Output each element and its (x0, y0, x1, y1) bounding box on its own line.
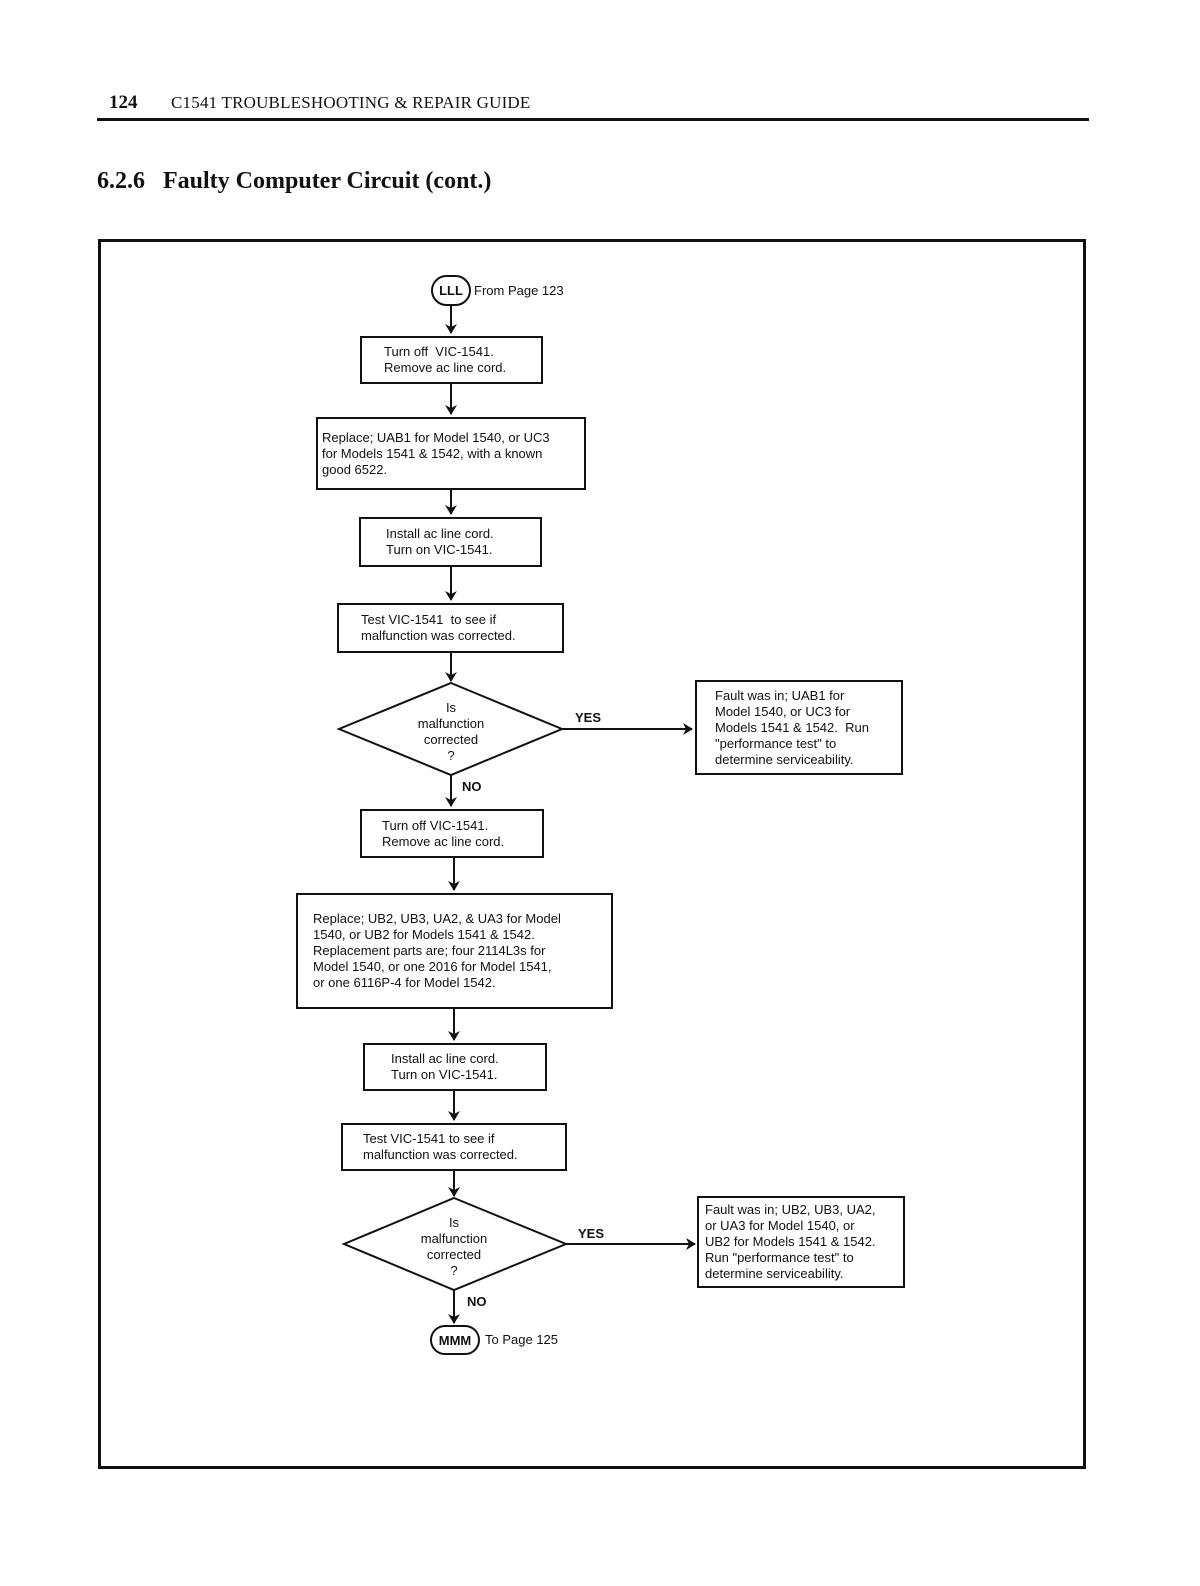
decision-2-text: Is malfunction corrected ? (420, 1215, 488, 1278)
end-connector-text: To Page 125 (485, 1332, 559, 1347)
decision-1-yes-label: YES (575, 710, 602, 725)
step-test-1: Test VIC-1541 to see if malfunction was … (337, 603, 564, 653)
page-header: 124 C1541 TROUBLESHOOTING & REPAIR GUIDE (97, 90, 1089, 121)
step-test-2: Test VIC-1541 to see if malfunction was … (341, 1123, 567, 1171)
start-connector-text: From Page 123 (474, 283, 564, 298)
flowchart-frame (98, 239, 1086, 1469)
decision-1-text: Is malfunction corrected ? (417, 700, 485, 763)
page-number: 124 (109, 92, 138, 113)
section-title: 6.2.6 Faulty Computer Circuit (cont.) (97, 168, 491, 195)
step-install-2: Install ac line cord. Turn on VIC-1541. (363, 1043, 547, 1091)
step-turn-off-1: Turn off VIC-1541. Remove ac line cord. (360, 336, 543, 384)
step-replace-6522: Replace; UAB1 for Model 1540, or UC3 for… (316, 417, 586, 490)
end-connector: MMM (430, 1325, 480, 1355)
decision-1-no-label: NO (462, 779, 482, 794)
section-title-text: Faulty Computer Circuit (cont.) (163, 168, 492, 194)
running-head: C1541 TROUBLESHOOTING & REPAIR GUIDE (171, 93, 531, 112)
decision-2-yes-label: YES (578, 1226, 605, 1241)
step-replace-ram: Replace; UB2, UB3, UA2, & UA3 for Model … (296, 893, 613, 1009)
step-install-1: Install ac line cord. Turn on VIC-1541. (359, 517, 542, 567)
outcome-fault-uab1: Fault was in; UAB1 for Model 1540, or UC… (695, 680, 903, 775)
outcome-fault-ram: Fault was in; UB2, UB3, UA2, or UA3 for … (697, 1196, 905, 1288)
decision-diamond-1 (336, 681, 565, 777)
start-connector: LLL (431, 275, 471, 306)
decision-2-no-label: NO (467, 1294, 487, 1309)
step-turn-off-2: Turn off VIC-1541. Remove ac line cord. (360, 809, 544, 858)
section-number: 6.2.6 (97, 168, 145, 194)
decision-diamond-2 (341, 1196, 569, 1292)
